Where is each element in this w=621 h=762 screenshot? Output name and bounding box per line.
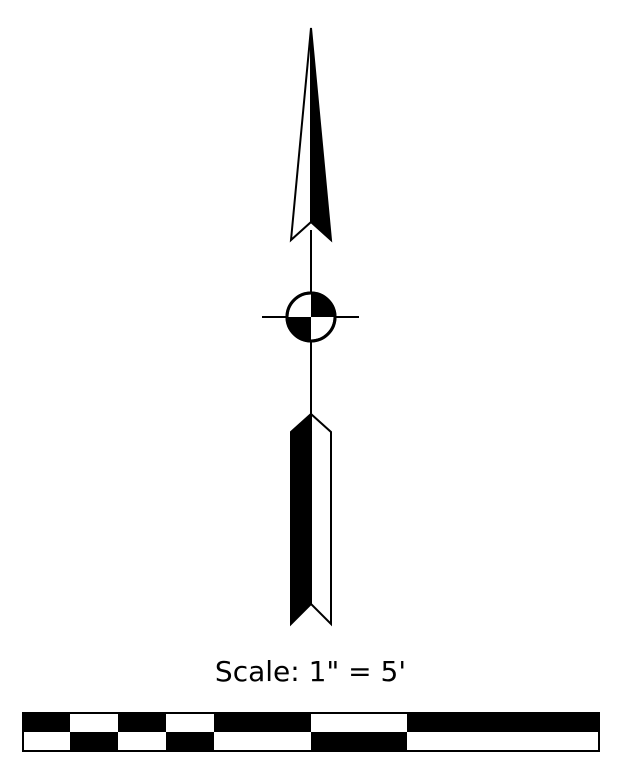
scale-cell: [166, 732, 214, 751]
graphic-scale-bar: [22, 712, 600, 752]
arrowhead-left-half: [289, 27, 312, 243]
scale-cell: [23, 713, 70, 732]
target-quadrant-top-right: [311, 293, 335, 317]
scale-cell: [407, 732, 599, 751]
scale-cell: [70, 713, 118, 732]
scale-bar-outline: [22, 712, 600, 752]
scale-cell: [311, 732, 407, 751]
tail-feather-left: [290, 411, 312, 627]
scale-cell: [70, 732, 118, 751]
tail-feather-right: [310, 411, 332, 627]
north-arrow-symbol: [262, 27, 359, 627]
scale-cell: [214, 713, 311, 732]
scale-cell: [23, 732, 70, 751]
center-target: [285, 291, 337, 343]
scale-cell: [166, 713, 214, 732]
scale-cell: [118, 713, 166, 732]
scale-caption: Scale: 1" = 5': [214, 655, 407, 688]
arrowhead-right-half: [310, 27, 333, 243]
scale-cell: [214, 732, 311, 751]
target-quadrant-bottom-left: [287, 317, 311, 341]
scale-cell: [311, 713, 407, 732]
scale-cell: [118, 732, 166, 751]
scale-cell: [407, 713, 599, 732]
